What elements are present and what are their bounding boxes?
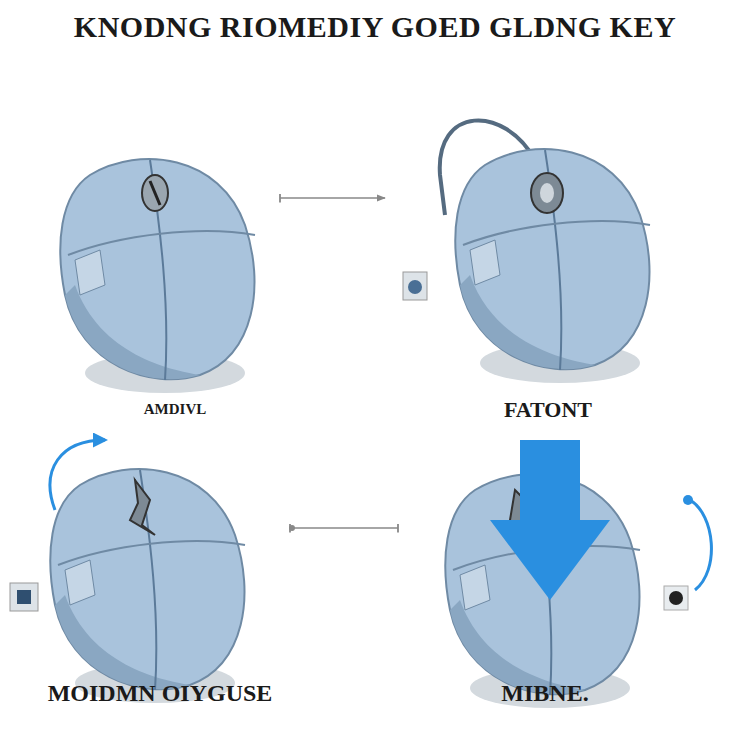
line-dot [289,525,295,531]
down-arrow [490,440,610,600]
mouse-figure [60,159,255,393]
small-icon [669,591,683,605]
mouse-figure [440,120,650,383]
arc-dot [683,495,693,505]
transition-line [290,527,398,529]
small-icon [408,280,422,294]
rotation-arc [690,500,711,590]
figure-label: MOIDMN OIYGUSE [48,680,273,707]
label-slot: MOIDMN OIYGUSE [48,680,273,707]
title-slot: KNODNG RIOMEDIY GOED GLDNG KEY [74,10,676,44]
label-slot: AMDIVL [144,400,207,418]
label-slot: FATONT [504,397,592,423]
small-icon [10,583,38,611]
figure-label: FATONT [504,397,592,423]
small-icon [17,590,31,604]
mouse-figure [50,469,245,703]
small-icon [403,272,427,300]
figure-label: MIBNE. [501,680,588,707]
label-slot: MIBNE. [501,680,588,707]
transition-line [280,197,385,199]
rotation-arc [50,440,105,510]
diagram-title: KNODNG RIOMEDIY GOED GLDNG KEY [74,10,676,44]
figure-label: AMDIVL [144,401,207,418]
small-icon [664,586,688,610]
